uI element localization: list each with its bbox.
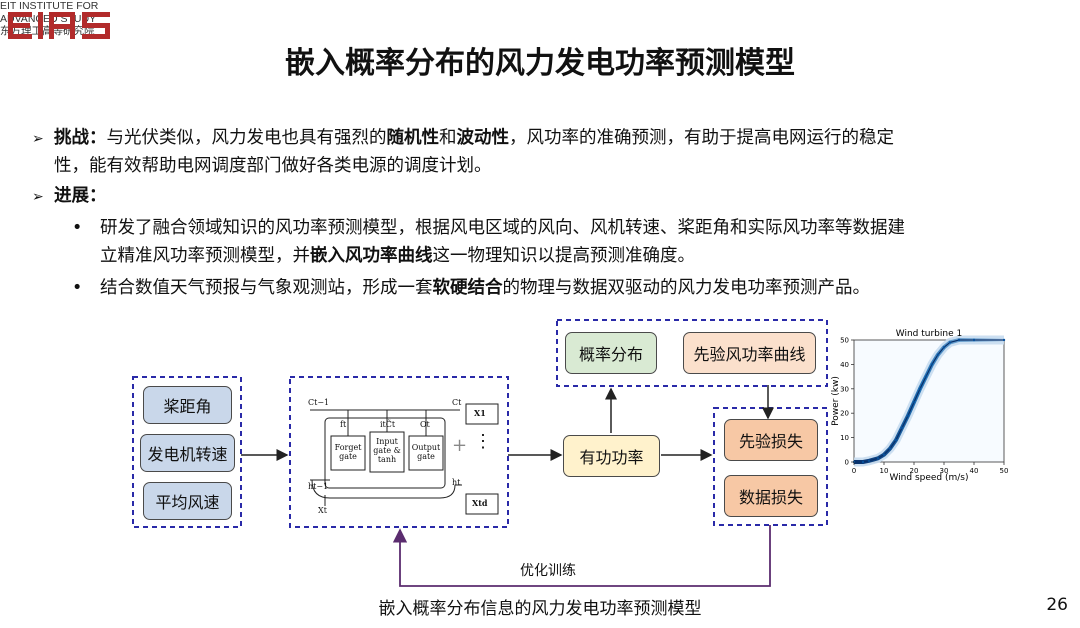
input-generator-speed: 发电机转速 bbox=[140, 434, 235, 472]
dot-bullet-icon: • bbox=[72, 278, 83, 298]
progress-item-2: • 结合数值天气预报与气象观测站，形成一套软硬结合的物理与数据双驱动的风力发电功率… bbox=[72, 276, 870, 300]
x-tick-label: 10 bbox=[880, 467, 889, 475]
curve-point bbox=[900, 426, 904, 430]
curve-point bbox=[882, 453, 886, 456]
progress-label: 进展： bbox=[54, 186, 107, 206]
eias-logo-icon bbox=[8, 12, 110, 39]
output-gate-label: Output gate bbox=[411, 443, 441, 461]
c-t-label: Ct bbox=[452, 398, 462, 407]
chart-title: Wind turbine 1 bbox=[896, 329, 962, 339]
plot-area bbox=[853, 339, 1005, 463]
x-tick-label: 30 bbox=[940, 467, 949, 475]
forget-gate-label: Forget gate bbox=[334, 443, 362, 461]
progress-item-1-bold: 嵌入风功率曲线 bbox=[310, 246, 433, 266]
page-number: 26 bbox=[1046, 595, 1068, 615]
logo-line-1: EIT INSTITUTE FOR bbox=[0, 0, 99, 12]
vertical-dots-icon: ⋮ bbox=[474, 431, 492, 452]
challenge-text-2: 和 bbox=[439, 128, 457, 148]
curve-point bbox=[957, 338, 961, 342]
c-prev-label: Ct−1 bbox=[308, 398, 330, 407]
wind-turbine-chart: 0 10 20 30 40 50 0 10 20 30 40 50 Wind turbine 1 Wi… bbox=[831, 329, 1008, 483]
x-tick-label: 50 bbox=[1000, 467, 1009, 475]
curve-point bbox=[894, 438, 898, 442]
x-tick-label: 20 bbox=[910, 467, 919, 475]
x-tick-label: 40 bbox=[970, 467, 979, 475]
progress-item-1-text-c: 这一物理知识以提高预测准确度。 bbox=[432, 246, 696, 266]
chart-ylabel: Power (kw) bbox=[831, 376, 841, 426]
dot-bullet-icon: • bbox=[72, 218, 83, 238]
progress-item-2-text-a: 结合数值天气预报与气象观测站，形成一套 bbox=[100, 278, 433, 298]
curve-point bbox=[906, 414, 910, 417]
power-curve-layer bbox=[852, 335, 1006, 467]
curve-point bbox=[942, 346, 946, 349]
page-title: 嵌入概率分布的风力发电功率预测模型 bbox=[285, 45, 795, 81]
curve-point bbox=[948, 341, 952, 344]
y-tick-label: 50 bbox=[840, 337, 849, 345]
challenge-text-1: 与光伏类似，风力发电也具有强烈的 bbox=[106, 128, 387, 148]
y-tick-label: 40 bbox=[840, 361, 849, 369]
data-loss-node: 数据损失 bbox=[724, 475, 818, 517]
curve-point bbox=[924, 375, 928, 378]
challenge-line-1: ➢ 挑战：与光伏类似，风力发电也具有强烈的随机性和波动性，风功率的准确预测，有助于… bbox=[32, 126, 894, 151]
challenge-label: 挑战： bbox=[54, 128, 107, 148]
y-tick-label: 10 bbox=[840, 434, 849, 442]
curve-point bbox=[918, 387, 922, 390]
chart-xlabel: Wind speed (m/s) bbox=[889, 473, 968, 483]
progress-item-2-text-c: 的物理与数据双驱动的风力发电功率预测产品。 bbox=[502, 278, 871, 298]
progress-item-1-text-a: 立精准风功率预测模型，并 bbox=[100, 246, 310, 266]
input-avg-wind-speed: 平均风速 bbox=[143, 482, 232, 520]
curve-point bbox=[912, 401, 916, 404]
challenge-bold-1: 随机性 bbox=[386, 128, 440, 148]
y-tick-label: 30 bbox=[840, 385, 849, 393]
top-container bbox=[556, 319, 828, 387]
prior-loss-node: 先验损失 bbox=[724, 419, 818, 461]
optimize-training-label: 优化训练 bbox=[520, 563, 576, 579]
curve-point bbox=[1002, 338, 1006, 342]
probability-distribution-node: 概率分布 bbox=[565, 332, 657, 374]
challenge-text-3: ，风功率的准确预测，有助于提高电网运行的稳定 bbox=[509, 128, 894, 148]
x1-label: X1 bbox=[474, 408, 486, 418]
challenge-bold-2: 波动性 bbox=[456, 128, 510, 148]
y-tick-label: 20 bbox=[840, 410, 849, 418]
curve-point bbox=[972, 338, 976, 342]
ic-t-label: itC̃t bbox=[380, 420, 396, 429]
arrow-bullet-icon: ➢ bbox=[32, 131, 44, 147]
curve-point bbox=[888, 447, 892, 450]
figure-caption: 嵌入概率分布信息的风力发电功率预测模型 bbox=[378, 599, 702, 619]
arrow-bullet-icon: ➢ bbox=[32, 189, 44, 205]
curve-point bbox=[867, 459, 871, 462]
xtd-label: Xtd bbox=[472, 498, 488, 508]
progress-item-2-bold: 软硬结合 bbox=[432, 278, 503, 298]
prior-power-curve-node: 先验风功率曲线 bbox=[683, 332, 816, 374]
axis-ticks: 0 10 20 30 40 50 0 10 20 30 40 50 bbox=[840, 337, 1008, 476]
input-pitch-angle: 桨距角 bbox=[143, 386, 232, 424]
active-power-node: 有功功率 bbox=[563, 435, 660, 477]
progress-item-1-line-2: 立精准风功率预测模型，并嵌入风功率曲线这一物理知识以提高预测准确度。 bbox=[100, 244, 695, 268]
progress-heading: ➢ 进展： bbox=[32, 184, 107, 209]
lstm-cell bbox=[310, 403, 499, 515]
x-tick-label: 0 bbox=[852, 467, 856, 475]
progress-item-1-line-1: • 研发了融合领域知识的风功率预测模型，根据风电区域的风向、风机转速、桨距角和实际… bbox=[72, 216, 905, 240]
y-tick-label: 0 bbox=[845, 459, 849, 467]
o-t-label: Ot bbox=[420, 420, 430, 429]
challenge-line-2: 性，能有效帮助电网调度部门做好各类电源的调度计划。 bbox=[54, 156, 492, 176]
curve-point bbox=[861, 460, 865, 464]
plus-icon: + bbox=[452, 435, 468, 456]
curve-point bbox=[876, 457, 880, 460]
curve-point bbox=[936, 353, 940, 356]
lstm-container bbox=[289, 376, 509, 528]
inputs-container bbox=[132, 376, 242, 528]
curve-point bbox=[930, 363, 934, 366]
h-prev-label: ht−1 bbox=[308, 482, 329, 491]
feedback-loop bbox=[392, 525, 771, 587]
h-t-label: ht bbox=[452, 478, 461, 487]
f-t-label: ft bbox=[340, 420, 347, 429]
input-gate-label: Input gate & tanh bbox=[373, 437, 401, 464]
progress-item-1-text: 研发了融合领域知识的风功率预测模型，根据风电区域的风向、风机转速、桨距角和实际风… bbox=[100, 218, 905, 238]
x-t-label: Xt bbox=[318, 506, 327, 515]
